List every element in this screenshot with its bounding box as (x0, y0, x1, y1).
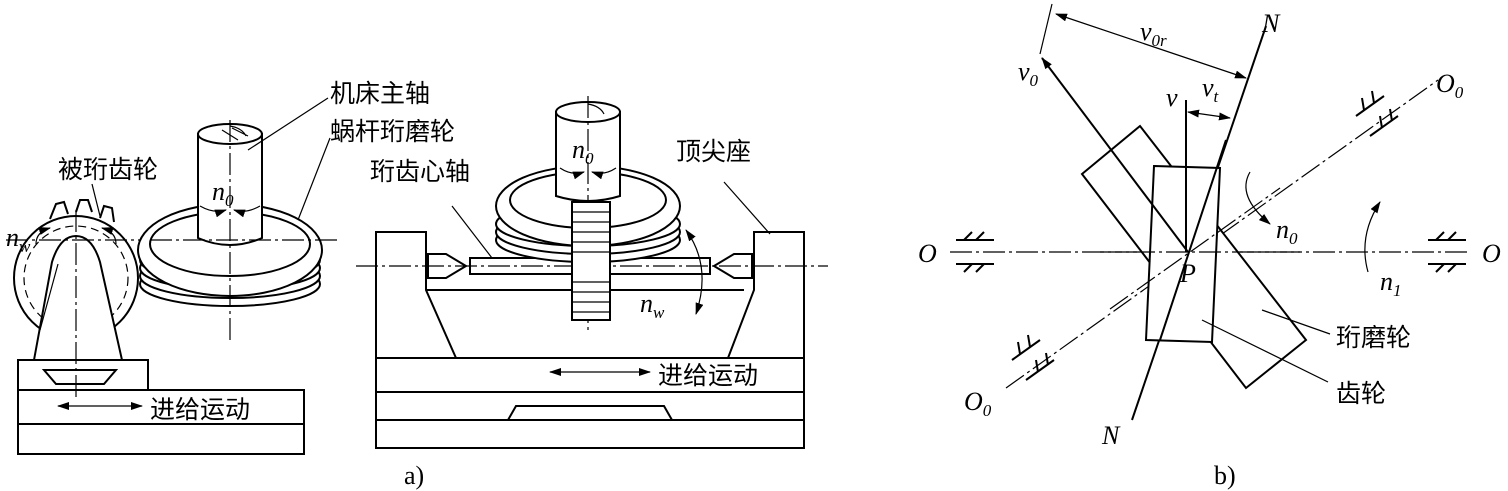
label-wheel-b: 珩磨轮 (1336, 323, 1411, 352)
symbol-O0-bottom: O0 (964, 387, 992, 420)
symbol-n1-b: n1 (1380, 267, 1402, 300)
label-feed-left: 进给运动 (150, 395, 250, 424)
leader-spindle (247, 97, 329, 151)
leader-tailstock (723, 181, 771, 235)
label-tailstock: 顶尖座 (676, 137, 751, 166)
tailstock-block (726, 231, 805, 359)
worm-honing-wheel-left (137, 203, 323, 307)
label-gear: 被珩齿轮 (58, 155, 158, 184)
rotation-n0 (1245, 171, 1271, 225)
rotation-n1 (1364, 201, 1381, 273)
leader-gear (91, 183, 101, 217)
gear-support-column (32, 234, 124, 361)
leader-worm-wheel (297, 137, 331, 221)
label-mandrel: 珩齿心轴 (370, 157, 470, 186)
symbol-O-left: O (918, 239, 937, 268)
symbol-vt: vt (1202, 73, 1220, 106)
symbol-n0-left: n0 (212, 177, 234, 210)
symbol-v: v (1166, 83, 1178, 112)
label-feed-right: 进给运动 (658, 361, 758, 390)
vector-vt (1187, 109, 1231, 121)
vector-v0r (1055, 13, 1247, 79)
symbol-O0-top: O0 (1436, 69, 1464, 102)
caption-a: a) (404, 461, 424, 490)
label-spindle: 机床主轴 (330, 79, 430, 108)
leader-wheel (1261, 309, 1331, 335)
symbol-v0r: v0r (1140, 17, 1167, 50)
panel-a-labels: 机床主轴 蜗杆珩磨轮 被珩齿轮 珩齿心轴 顶尖座 进给运动 进给运动 a) n0… (6, 79, 758, 490)
symbol-nw-left: nw (6, 223, 31, 256)
symbol-N-bottom: N (1101, 421, 1121, 450)
left-center-block (375, 231, 458, 359)
left-machine-base (17, 389, 305, 455)
caption-b: b) (1214, 461, 1236, 490)
symbol-n0-b: n0 (1276, 215, 1298, 248)
symbol-n0-right: n0 (572, 135, 594, 168)
leader-mandrel (451, 205, 493, 259)
panel-a-right-machine (356, 96, 828, 449)
leader-gear-b (1201, 319, 1329, 383)
label-worm-wheel: 蜗杆珩磨轮 (330, 117, 455, 146)
symbol-nw-right: nw (640, 289, 665, 322)
symbol-O-right: O (1482, 239, 1501, 268)
label-gear-b: 齿轮 (1336, 379, 1386, 408)
dovetail-slide (41, 369, 119, 385)
symbol-v0: v0 (1018, 57, 1039, 90)
vector-v0 (1041, 57, 1189, 253)
symbol-N-top: N (1261, 9, 1281, 38)
panel-b-geometry (950, 3, 1470, 421)
symbol-P: P (1179, 259, 1196, 288)
panel-a-left-machine (6, 97, 340, 455)
panel-b-labels: N N O O O0 O0 P v v0 v0r vt n0 n1 珩磨轮 齿轮… (918, 9, 1501, 490)
